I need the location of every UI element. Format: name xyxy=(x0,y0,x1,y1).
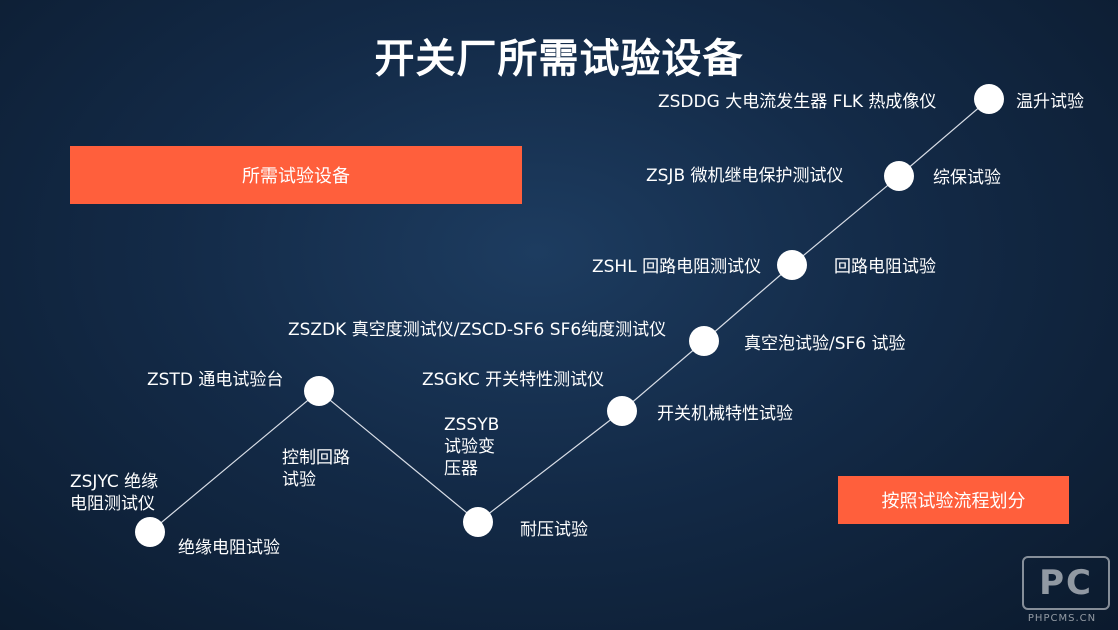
watermark-logo: PC PHPCMS.CN xyxy=(1012,554,1112,624)
test-label-5: 真空泡试验/SF6 试验 xyxy=(744,334,906,354)
equipment-label-1: ZSJYC 绝缘 电阻测试仪 xyxy=(70,472,159,514)
equipment-label-3: ZSSYB 试验变 压器 xyxy=(444,415,500,479)
test-label-2: 控制回路 试验 xyxy=(282,448,350,490)
flow-node-2 xyxy=(304,376,334,406)
test-label-4: 开关机械特性试验 xyxy=(657,404,793,424)
required-equipment-badge: 所需试验设备 xyxy=(70,146,522,204)
flow-node-6 xyxy=(777,250,807,280)
required-equipment-label: 所需试验设备 xyxy=(242,166,350,187)
test-label-8: 温升试验 xyxy=(1016,92,1084,112)
by-test-flow-badge: 按照试验流程划分 xyxy=(838,476,1069,524)
flow-node-7 xyxy=(884,161,914,191)
equipment-label-4: ZSGKC 开关特性测试仪 xyxy=(422,370,605,390)
equipment-label-8: ZSDDG 大电流发生器 FLK 热成像仪 xyxy=(658,92,937,112)
equipment-label-2: ZSTD 通电试验台 xyxy=(147,370,284,390)
equipment-label-6: ZSHL 回路电阻测试仪 xyxy=(592,257,762,277)
flow-polyline xyxy=(149,98,990,533)
flow-node-4 xyxy=(607,396,637,426)
equipment-label-5: ZSZDK 真空度测试仪/ZSCD-SF6 SF6纯度测试仪 xyxy=(288,320,667,340)
page-title: 开关厂所需试验设备 xyxy=(374,36,744,82)
test-label-1: 绝缘电阻试验 xyxy=(178,538,280,558)
by-test-flow-label: 按照试验流程划分 xyxy=(881,491,1026,512)
logo-url: PHPCMS.CN xyxy=(1027,613,1097,624)
logo-mark: PC xyxy=(1022,556,1110,610)
test-label-7: 综保试验 xyxy=(933,168,1001,188)
flow-node-5 xyxy=(689,326,719,356)
test-label-6: 回路电阻试验 xyxy=(834,257,936,277)
flow-node-3 xyxy=(463,507,493,537)
flow-node-8 xyxy=(974,84,1004,114)
test-label-3: 耐压试验 xyxy=(520,520,588,540)
equipment-label-7: ZSJB 微机继电保护测试仪 xyxy=(646,166,844,186)
flow-node-1 xyxy=(135,517,165,547)
